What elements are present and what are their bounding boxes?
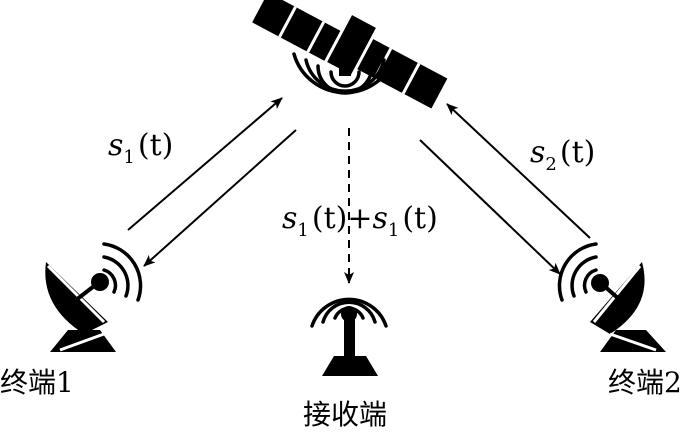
arrow-satellite-to-terminal2 (419, 139, 561, 275)
arrow-terminal2-to-satellite (446, 103, 591, 239)
receiver-label: 接收端 (303, 398, 387, 431)
signal-arrows (127, 97, 591, 284)
terminal-2-label: 终端2 (608, 366, 682, 399)
arrow-satellite-to-terminal1 (143, 129, 297, 267)
signal-label-s2: s2(t) (530, 135, 595, 175)
terminal-1: 终端1 (0, 242, 143, 399)
signal-label-sum: s1(t)+s1(t) (282, 201, 438, 241)
satellite-dish-icon (557, 242, 666, 352)
satellite-dish-icon (45, 242, 143, 352)
arrow-terminal1-to-satellite (127, 97, 283, 231)
antenna-tower-icon (310, 297, 388, 376)
terminal-1-label: 终端1 (0, 366, 74, 399)
satellite-icon (252, 0, 448, 109)
terminal-2: 终端2 (557, 242, 682, 399)
signal-label-s1: s1(t) (108, 128, 173, 168)
receiver: 接收端 (303, 297, 388, 431)
